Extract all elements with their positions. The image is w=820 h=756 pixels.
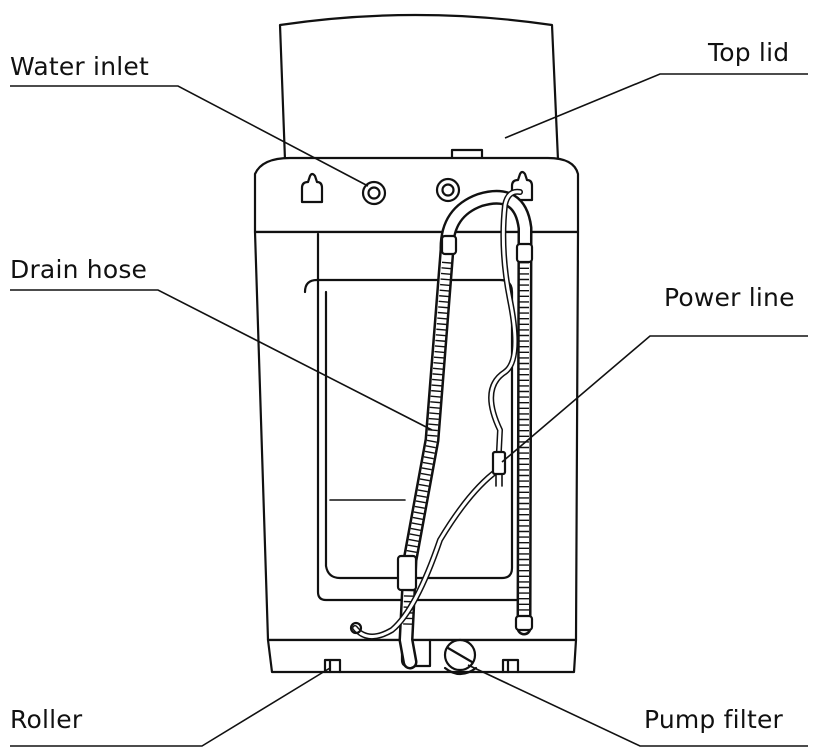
leader-top-lid xyxy=(504,73,808,139)
control-panel xyxy=(253,156,580,234)
label-top-lid: Top lid xyxy=(708,38,790,67)
label-pump-filter: Pump filter xyxy=(644,705,784,734)
rear-panel-inner xyxy=(303,278,514,580)
cabinet-base xyxy=(266,638,578,674)
label-water-inlet: Water inlet xyxy=(10,52,149,81)
label-drain-hose: Drain hose xyxy=(10,255,148,284)
leader-power-line xyxy=(501,335,808,463)
label-power-line: Power line xyxy=(664,283,795,312)
pump-filter-icon xyxy=(443,638,478,676)
water-inlet-hot-icon xyxy=(361,180,387,206)
lid-latch xyxy=(450,148,484,162)
leader-water-inlet xyxy=(10,85,369,187)
leader-drain-hose xyxy=(10,289,433,431)
leader-roller xyxy=(10,667,331,747)
roller-right-icon xyxy=(501,658,520,674)
hanging-hook-left-icon xyxy=(300,172,324,204)
water-inlet-cold-icon xyxy=(435,177,461,203)
hanging-hook-right-icon xyxy=(510,170,534,202)
top-lid xyxy=(278,13,560,162)
leader-pump-filter xyxy=(467,664,808,747)
power-line xyxy=(349,188,523,640)
label-roller: Roller xyxy=(10,705,83,734)
roller-left-icon xyxy=(323,658,342,674)
drain-hose xyxy=(396,189,534,670)
